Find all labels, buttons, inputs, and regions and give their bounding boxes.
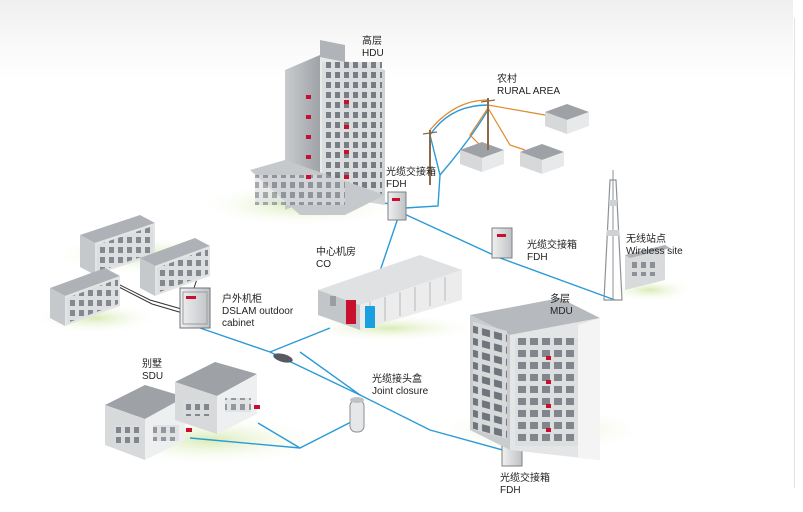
sdu-villas: [105, 362, 260, 460]
hdu-tower: [250, 40, 385, 215]
joint-closures: [273, 353, 365, 433]
rural-houses: [422, 98, 589, 185]
wireless-tower: [603, 170, 670, 301]
mdu-building: [470, 298, 600, 460]
right-edge-panel: [793, 0, 803, 512]
fdh-cabinets: [179, 191, 523, 467]
co-building: [318, 255, 462, 330]
apartment-blocks: [50, 215, 210, 326]
